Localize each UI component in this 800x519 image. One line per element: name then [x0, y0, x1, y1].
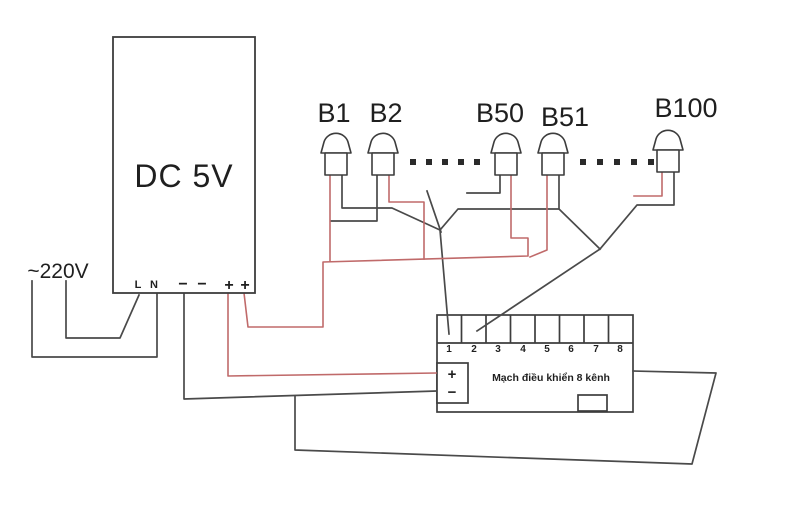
- button-b51-cap: [537, 132, 569, 154]
- controller-power-terminal-box: [436, 362, 469, 404]
- hidden-buttons-left-wire: [425, 189, 443, 234]
- psu-minus-to-controller-wire: [183, 292, 437, 400]
- button-b2-body: [371, 152, 395, 176]
- psu-terminal-labels: L N − − + +: [135, 276, 250, 294]
- mains-neutral-wire: [31, 280, 158, 358]
- continuation-dots-right: [580, 159, 654, 165]
- psu-terminal-plus1: +: [224, 277, 233, 294]
- psu-terminal-minus1: −: [178, 276, 187, 293]
- b1-signal-wire: [341, 171, 442, 232]
- red-wires: [227, 171, 663, 377]
- button-b2-label: B2: [369, 98, 402, 128]
- channel-2: 2: [471, 344, 477, 355]
- button-b2: [367, 132, 399, 176]
- button-b100-label: B100: [654, 93, 717, 123]
- button-b50: [490, 132, 522, 176]
- junction2-to-channel2-wire: [475, 247, 602, 333]
- button-labels: B1 B2 B50 B51 B100: [317, 93, 717, 132]
- continuation-dots-left: [410, 159, 480, 165]
- channel-8: 8: [617, 344, 623, 355]
- button-b1-cap: [320, 132, 352, 154]
- channel-3: 3: [495, 344, 501, 355]
- channel-1: 1: [446, 344, 452, 355]
- button-b100: [652, 129, 684, 173]
- b100-signal-wire: [598, 171, 675, 251]
- psu-terminal-plus2: +: [240, 277, 249, 294]
- black-wires: [31, 171, 717, 465]
- psu-box: [112, 36, 256, 294]
- button-b1-body: [324, 152, 348, 176]
- button-b2-cap: [367, 132, 399, 154]
- ground-return-wire: [294, 370, 717, 465]
- controller-plus-label: +: [448, 366, 457, 383]
- button-b51: [537, 132, 569, 176]
- b2-signal-wire: [330, 171, 378, 222]
- psu-terminal-minus2: −: [197, 276, 206, 293]
- psu-plus-to-controller-wire: [227, 292, 437, 377]
- channel-5: 5: [544, 344, 550, 355]
- psu-label: DC 5V: [134, 158, 233, 194]
- psu-terminal-n: N: [150, 279, 158, 291]
- controller-minus-label: −: [448, 384, 457, 401]
- controller-connector-box: [577, 394, 608, 412]
- button-b51-label: B51: [541, 102, 589, 132]
- button-b1: [320, 132, 352, 176]
- button-b100-body: [656, 149, 680, 173]
- b51-signal-wire: [438, 171, 560, 232]
- b51-plus-wire: [528, 174, 548, 259]
- buttons: [320, 129, 684, 176]
- button-b50-label: B50: [476, 98, 524, 128]
- b100-plus-wire: [633, 171, 663, 197]
- controller-board: [436, 314, 634, 413]
- button-b51-body: [541, 152, 565, 176]
- mains-live-wire: [65, 280, 141, 339]
- mains-label: ~220V: [27, 260, 88, 283]
- controller-board-label: Mạch điều khiển 8 kênh: [492, 372, 610, 384]
- terminal-strip-dividers: [460, 315, 610, 343]
- button-b1-label: B1: [317, 98, 350, 128]
- b51-to-junction2-wire: [557, 207, 602, 251]
- plus-bus-wire: [243, 174, 529, 328]
- button-b50-cap: [490, 132, 522, 154]
- button-b50-body: [494, 152, 518, 176]
- channel-7: 7: [593, 344, 599, 355]
- b50-signal-wire: [466, 171, 501, 194]
- controller-channel-numbers: 1 2 3 4 5 6 7 8: [446, 344, 623, 355]
- channel-6: 6: [568, 344, 574, 355]
- button-b100-cap: [652, 129, 684, 151]
- b2-plus-wire: [388, 171, 425, 260]
- psu-terminal-l: L: [135, 279, 142, 291]
- junction1-to-channel1-wire: [439, 229, 450, 335]
- channel-4: 4: [520, 344, 526, 355]
